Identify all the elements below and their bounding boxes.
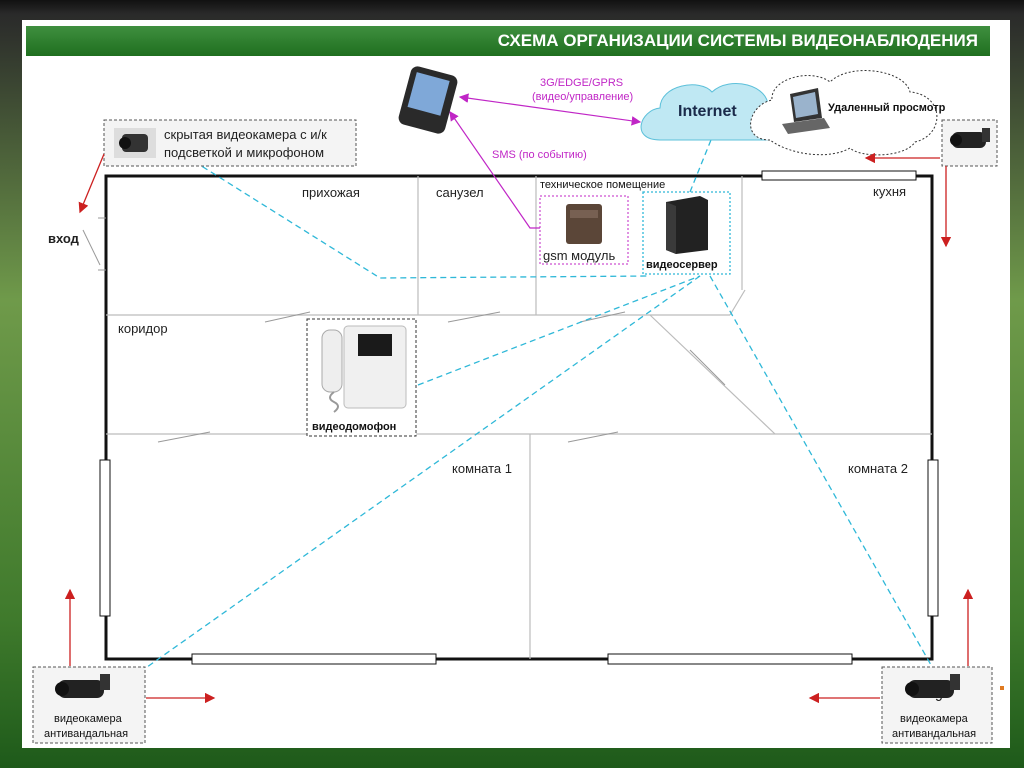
laptop-icon xyxy=(782,88,830,134)
page-number: 9 xyxy=(935,688,943,704)
door-marks xyxy=(82,217,726,443)
camera-bottom-left xyxy=(32,666,146,744)
label-bathroom: санузел xyxy=(436,185,484,200)
label-network-1: 3G/EDGE/GPRS xyxy=(540,77,623,89)
label-room1: комната 1 xyxy=(452,461,512,476)
label-tech-room: техническое помещение xyxy=(540,179,665,191)
red-arrows xyxy=(64,152,974,704)
label-intercom: видеодомофон xyxy=(312,421,396,433)
label-corridor: коридор xyxy=(118,321,168,336)
label-hallway: прихожая xyxy=(302,185,360,200)
interior-walls xyxy=(106,176,932,659)
label-kitchen: кухня xyxy=(873,184,906,199)
hidden-camera xyxy=(103,119,357,167)
hidden-camera-label-2: подсветкой и микрофоном xyxy=(164,145,324,160)
label-remote: Удаленный просмотр xyxy=(828,102,946,114)
intercom xyxy=(306,318,417,437)
label-cam-left-2: антивандальная xyxy=(44,728,128,740)
magenta-links xyxy=(449,93,642,229)
hidden-camera-label-1: скрытая видеокамера с и/к xyxy=(164,127,327,142)
label-gsm: gsm модуль xyxy=(543,248,615,263)
floor-plan-outline xyxy=(104,174,934,661)
slide-title: СХЕМА ОРГАНИЗАЦИИ СИСТЕМЫ ВИДЕОНАБЛЮДЕНИ… xyxy=(26,26,990,56)
camera-kitchen xyxy=(941,119,998,167)
videoserver xyxy=(642,191,731,275)
label-internet: Internet xyxy=(678,103,737,120)
label-videoserver: видеосервер xyxy=(646,259,718,271)
label-sms: SMS (по событию) xyxy=(492,149,587,161)
gsm-module xyxy=(539,195,629,265)
label-cam-right-2: антивандальная xyxy=(892,728,976,740)
label-room2: комната 2 xyxy=(848,461,908,476)
accent-dot xyxy=(1000,686,1004,690)
phone-icon xyxy=(398,66,458,134)
remote-cloud xyxy=(750,70,938,156)
camera-bottom-right xyxy=(881,666,993,744)
label-cam-left-1: видеокамера xyxy=(54,713,123,725)
cyan-links xyxy=(139,129,936,673)
windows xyxy=(99,170,939,665)
label-network-2: (видео/управление) xyxy=(532,91,633,103)
label-entrance: вход xyxy=(48,231,80,246)
label-cam-right-1: видеокамера xyxy=(900,713,969,725)
